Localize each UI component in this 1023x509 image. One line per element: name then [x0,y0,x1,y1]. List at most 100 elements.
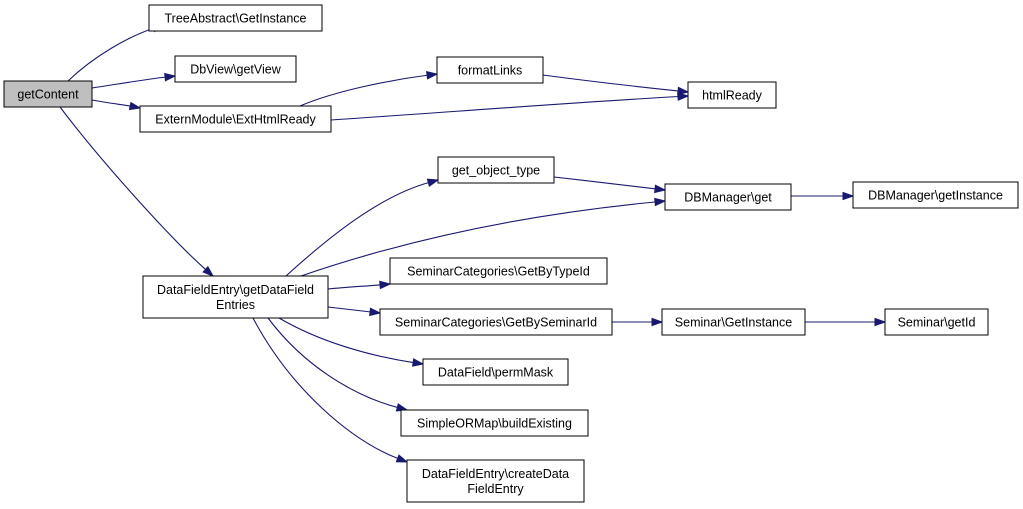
call-edge-getContent-to-dataFieldEntries [59,106,215,277]
node-treeAbstract[interactable]: TreeAbstract\GetInstance [148,4,323,32]
node-label: SeminarCategories\GetByTypeId [407,265,590,279]
edge-line [299,74,429,107]
node-formatLinks[interactable]: formatLinks [436,56,544,84]
node-box [174,55,297,83]
node-seminarGetInstance[interactable]: Seminar\GetInstance [661,308,806,336]
call-edge-dataFieldEntries-to-bySeminarId [327,306,382,317]
edge-line [330,95,680,121]
edge-line [327,306,372,313]
node-box [661,308,806,336]
node-box [406,459,585,503]
arrowhead-icon [395,454,409,463]
edge-line [91,76,167,89]
edge-line [327,284,382,290]
arrowhead-icon [874,317,887,327]
node-label: DataFieldEntry\getDataField [157,283,314,297]
arrowhead-icon [426,178,440,187]
node-box [3,80,93,108]
node-dbView[interactable]: DbView\getView [174,55,297,83]
arrowhead-icon [654,184,667,194]
call-edge-dbManagerGet-to-dbManagerGetInstance [791,191,855,201]
arrowhead-icon [842,191,855,201]
node-label: DataFieldEntry\createData [422,467,569,481]
call-edges [59,24,887,463]
call-edge-externModule-to-htmlReady [330,92,690,121]
call-edge-getContent-to-externModule [91,99,142,111]
call-edge-getContent-to-dbView [91,72,177,89]
arrowhead-icon [164,72,177,82]
call-edge-dataFieldEntries-to-dbManagerGet [300,197,667,277]
call-edge-dataFieldEntries-to-permMask [278,317,425,367]
arrowhead-icon [677,86,690,96]
edge-line [285,181,430,277]
arrowhead-icon [426,71,439,80]
arrowhead-icon [654,197,667,207]
node-buildExisting[interactable]: SimpleORMap\buildExisting [400,409,589,437]
node-box [687,81,777,109]
node-box [884,308,989,336]
edge-line [252,317,399,460]
call-edge-bySeminarId-to-seminarGetInstance [612,317,664,327]
edge-line [59,106,207,271]
node-label: SeminarCategories\GetBySeminarId [395,316,597,330]
node-box [389,257,608,285]
node-getObjectType[interactable]: get_object_type [437,156,555,184]
node-dbManagerGetInstance[interactable]: DBManager\getInstance [852,181,1019,209]
node-label: getContent [17,88,79,102]
arrowhead-icon [379,280,392,290]
arrowhead-icon [677,92,690,101]
node-byTypeId[interactable]: SeminarCategories\GetByTypeId [389,257,608,285]
node-box [664,183,792,211]
node-label: Entries [216,298,255,312]
node-seminarGetId[interactable]: Seminar\getId [884,308,989,336]
node-permMask[interactable]: DataField\permMask [422,358,569,386]
arrowhead-icon [411,358,425,367]
node-label: DbView\getView [190,63,282,77]
node-box [139,105,332,133]
call-edge-formatLinks-to-htmlReady [542,74,690,96]
node-label: Seminar\getId [898,316,976,330]
node-bySeminarId[interactable]: SeminarCategories\GetBySeminarId [379,308,613,336]
node-dbManagerGet[interactable]: DBManager\get [664,183,792,211]
edge-line [91,99,132,107]
edge-line [300,201,657,277]
edge-line [542,74,680,92]
call-edge-getContent-to-treeAbstract [67,24,165,82]
call-edge-seminarGetInstance-to-seminarGetId [805,317,887,327]
node-externModule[interactable]: ExternModule\ExtHtmlReady [139,105,332,133]
node-box [148,4,323,32]
function-nodes: getContent TreeAbstract\GetInstanceDbView… [3,4,1019,503]
node-box [437,156,555,184]
node-label: ExternModule\ExtHtmlReady [155,113,316,127]
call-edge-externModule-to-formatLinks [299,71,439,107]
arrowhead-icon [202,265,215,277]
node-box [852,181,1019,209]
node-box [436,56,544,84]
node-box [400,409,589,437]
arrowhead-icon [369,307,382,317]
node-label: TreeAbstract\GetInstance [165,12,307,26]
node-label: formatLinks [458,64,523,78]
call-edge-getObjectType-to-dbManagerGet [553,176,667,194]
edge-line [67,27,155,82]
node-htmlReady[interactable]: htmlReady [687,81,777,109]
edge-line [278,317,415,364]
edge-line [553,176,657,190]
call-edge-dataFieldEntries-to-createEntry [252,317,409,463]
node-label: Seminar\GetInstance [675,316,792,330]
node-label: htmlReady [702,89,762,103]
node-label: get_object_type [452,164,540,178]
node-label: DBManager\get [684,191,772,205]
node-getContent[interactable]: getContent [3,80,93,108]
node-label: DBManager\getInstance [868,189,1003,203]
arrowhead-icon [128,101,142,111]
node-label: SimpleORMap\buildExisting [417,417,572,431]
node-box [422,358,569,386]
node-box [379,308,613,336]
call-edge-dataFieldEntries-to-byTypeId [327,280,392,290]
node-label: FieldEntry [467,482,524,496]
node-box [142,275,329,319]
